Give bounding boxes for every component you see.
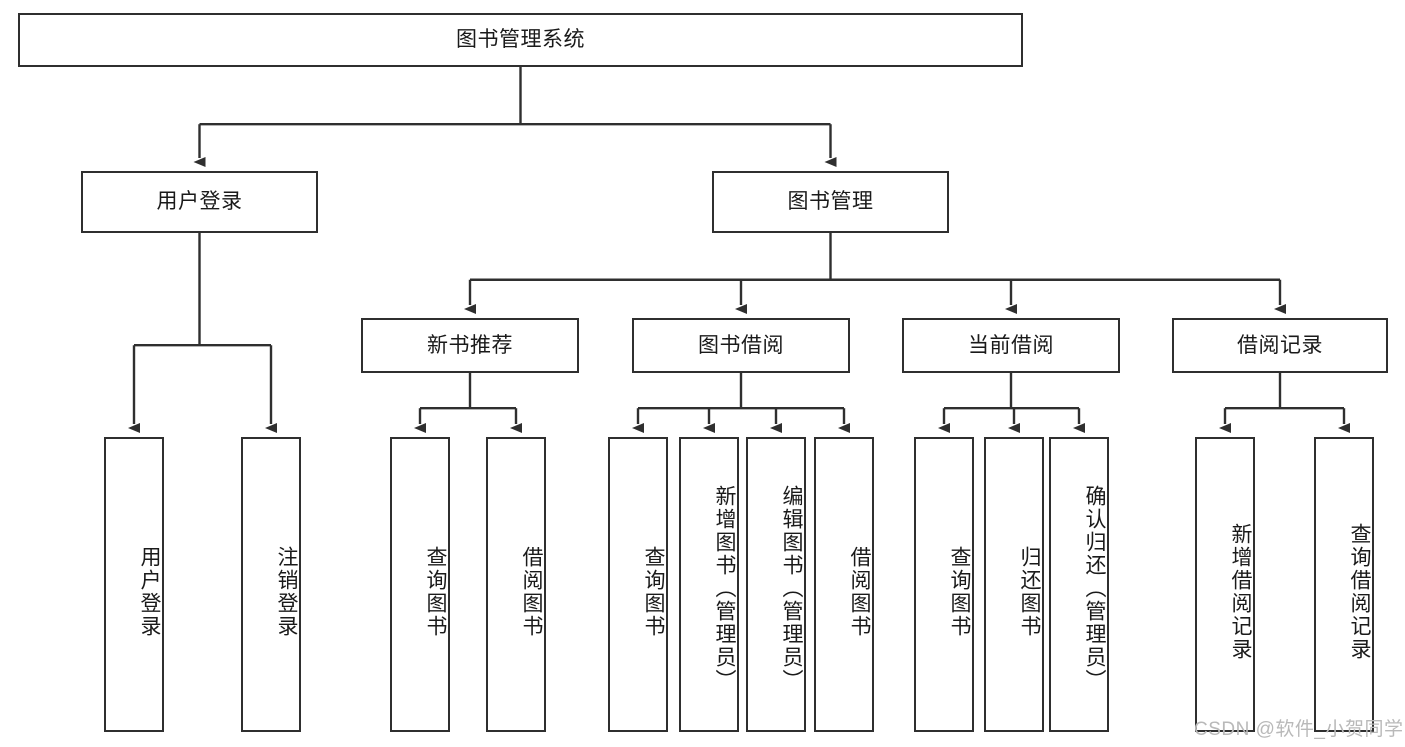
- node-label: 查询图书: [948, 545, 971, 638]
- node-label: 用户登录: [156, 190, 243, 214]
- node-label: 注销登录: [275, 545, 298, 638]
- node-label: 查询借阅记录: [1348, 522, 1371, 661]
- node-leaf-borrow-book[interactable]: 借阅图书: [814, 437, 874, 732]
- node-label: 查询图书: [642, 545, 665, 638]
- node-leaf-add-borrow-record[interactable]: 新增借阅记录: [1195, 437, 1255, 732]
- node-leaf-add-book-admin[interactable]: 新增图书（管理员）: [679, 437, 739, 732]
- node-root[interactable]: 图书管理系统: [18, 13, 1023, 67]
- node-current-borrow[interactable]: 当前借阅: [902, 318, 1120, 373]
- node-label: 用户登录: [138, 545, 161, 638]
- node-leaf-query-book-borrow[interactable]: 查询图书: [608, 437, 668, 732]
- node-book-management[interactable]: 图书管理: [712, 171, 949, 233]
- node-label: 图书借阅: [698, 333, 784, 357]
- node-leaf-query-borrow-record[interactable]: 查询借阅记录: [1314, 437, 1374, 732]
- node-label: 编辑图书（管理员）: [780, 485, 803, 692]
- node-label: 新增图书（管理员）: [713, 485, 736, 692]
- node-label: 借阅图书: [848, 545, 871, 638]
- node-label: 查询图书: [424, 545, 447, 638]
- node-label: 归还图书: [1018, 545, 1041, 638]
- node-leaf-logout-login[interactable]: 注销登录: [241, 437, 301, 732]
- node-leaf-user-login[interactable]: 用户登录: [104, 437, 164, 732]
- node-leaf-query-book-current[interactable]: 查询图书: [914, 437, 974, 732]
- node-leaf-return-book[interactable]: 归还图书: [984, 437, 1044, 732]
- node-label: 新书推荐: [427, 333, 513, 357]
- node-user-login[interactable]: 用户登录: [81, 171, 318, 233]
- node-label: 确认归还（管理员）: [1083, 485, 1106, 692]
- csdn-watermark: CSDN @软件_小贺同学: [1194, 719, 1404, 740]
- node-leaf-edit-book-admin[interactable]: 编辑图书（管理员）: [746, 437, 806, 732]
- node-leaf-query-book-recommend[interactable]: 查询图书: [390, 437, 450, 732]
- node-label: 当前借阅: [968, 333, 1054, 357]
- node-new-book-recommend[interactable]: 新书推荐: [361, 318, 579, 373]
- node-leaf-confirm-return-admin[interactable]: 确认归还（管理员）: [1049, 437, 1109, 732]
- node-leaf-borrow-book-recommend[interactable]: 借阅图书: [486, 437, 546, 732]
- node-label: 新增借阅记录: [1229, 522, 1252, 661]
- node-book-borrow[interactable]: 图书借阅: [632, 318, 850, 373]
- node-borrow-record[interactable]: 借阅记录: [1172, 318, 1388, 373]
- node-label: 借阅图书: [520, 545, 543, 638]
- node-label: 图书管理: [787, 190, 874, 214]
- node-label: 借阅记录: [1237, 333, 1323, 357]
- node-label: 图书管理系统: [456, 28, 585, 52]
